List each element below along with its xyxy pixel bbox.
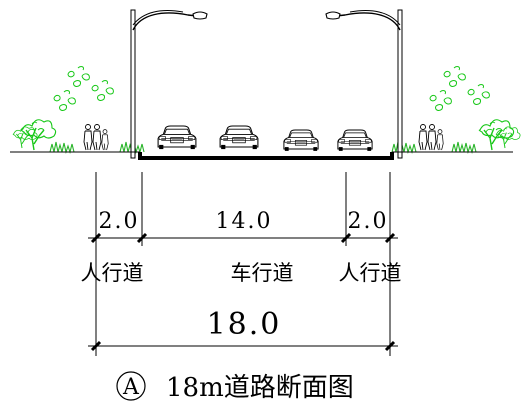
left-sidewalk-label: 人行道 bbox=[81, 261, 144, 285]
climbing-plant-icon bbox=[467, 84, 490, 105]
pedestrian-icon bbox=[427, 124, 437, 151]
right-sidewalk-label: 人行道 bbox=[339, 261, 402, 285]
shrub-icon bbox=[49, 141, 75, 153]
car-icon bbox=[157, 125, 197, 150]
climbing-plant-icon bbox=[443, 66, 466, 87]
section-marker-letter: A bbox=[122, 375, 140, 400]
section-marker-circle bbox=[116, 371, 146, 401]
car-icon bbox=[283, 129, 319, 152]
left-landscaping bbox=[12, 66, 145, 153]
right-landscaping bbox=[391, 66, 521, 153]
caption: A 18m道路断面图 bbox=[116, 371, 354, 403]
pedestrian-icon bbox=[92, 124, 102, 151]
dimension-ticks bbox=[90, 232, 396, 352]
climbing-plant-icon bbox=[67, 66, 90, 87]
shrub-icon bbox=[451, 141, 477, 153]
pedestrian-icon bbox=[83, 124, 93, 151]
climbing-plant-icon bbox=[429, 90, 452, 111]
pedestrian-icon bbox=[436, 129, 444, 151]
car-icon bbox=[219, 125, 259, 150]
drawing-title: 18m道路断面图 bbox=[166, 373, 354, 403]
tree-icon bbox=[20, 119, 57, 151]
climbing-plant-icon bbox=[53, 90, 76, 111]
total-width: 18.0 bbox=[207, 307, 282, 342]
pedestrian-icon bbox=[101, 129, 109, 151]
right-sidewalk-width: 2.0 bbox=[348, 209, 389, 234]
shrub-icon bbox=[391, 141, 417, 153]
road-surface bbox=[10, 151, 513, 160]
car-icon bbox=[337, 129, 373, 152]
pedestrian-icon bbox=[418, 124, 428, 151]
left-sidewalk-width: 2.0 bbox=[99, 209, 140, 234]
carriageway-label: 车行道 bbox=[231, 261, 294, 285]
climbing-plant-icon bbox=[91, 80, 114, 101]
carriageway-width: 14.0 bbox=[216, 209, 273, 234]
